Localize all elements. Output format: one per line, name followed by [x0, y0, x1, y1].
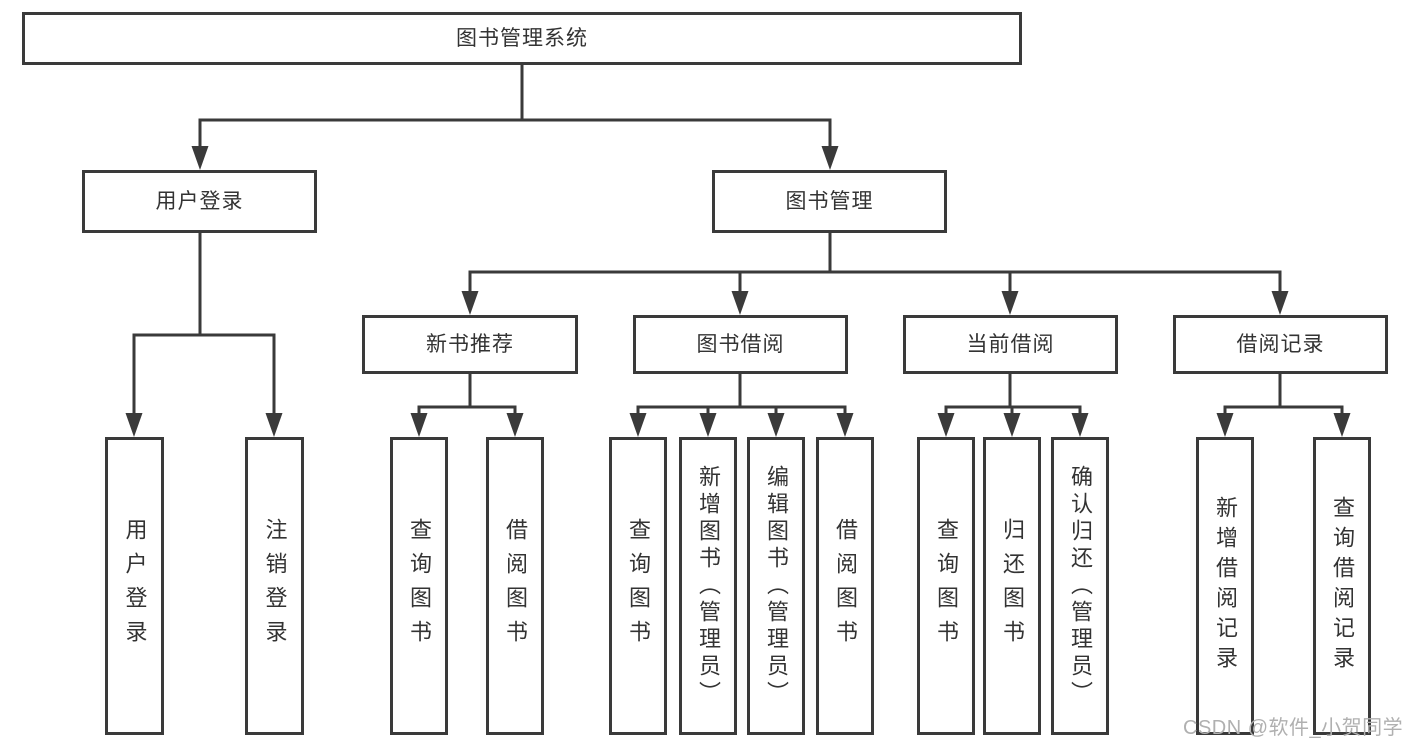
leaf-query-books-current: 查询图书 — [917, 437, 975, 735]
leaf-query-books-recommend: 查询图书 — [390, 437, 448, 735]
node-label: 查询图书 — [407, 518, 432, 654]
arrow-down-icon — [836, 413, 854, 437]
connector-new-book-recommend-children — [410, 373, 524, 437]
arrow-down-icon — [699, 413, 717, 437]
node-label: 查询图书 — [934, 518, 959, 654]
arrow-down-icon — [1003, 413, 1021, 437]
csdn-watermark: CSDN @软件_小贺同学 — [1183, 717, 1404, 739]
arrow-down-icon — [265, 413, 283, 437]
arrow-down-icon — [937, 413, 955, 437]
leaf-query-borrow-record: 查询借阅记录 — [1313, 437, 1371, 735]
node-label: 图书管理系统 — [456, 26, 588, 50]
arrow-down-icon — [191, 146, 209, 170]
node-new-book-recommend: 新书推荐 — [362, 315, 578, 374]
leaf-logout: 注销登录 — [245, 437, 304, 735]
node-label: 新书推荐 — [426, 332, 514, 356]
arrow-down-icon — [1001, 291, 1019, 315]
connector-book-management-children — [461, 232, 1289, 315]
connector-borrowing-records-children — [1216, 373, 1351, 437]
arrow-down-icon — [1271, 291, 1289, 315]
node-label: 借阅图书 — [833, 518, 858, 654]
node-label: 借阅记录 — [1236, 332, 1325, 356]
leaf-borrow-books: 借阅图书 — [816, 437, 874, 735]
node-label: 新增图书（管理员） — [696, 464, 721, 708]
connector-user-login-children — [125, 232, 283, 437]
node-user-login: 用户登录 — [82, 170, 317, 233]
leaf-return-books: 归还图书 — [983, 437, 1041, 735]
node-book-borrowing: 图书借阅 — [633, 315, 848, 374]
arrow-down-icon — [767, 413, 785, 437]
connector-root-to-level1 — [191, 64, 839, 170]
leaf-add-book-admin: 新增图书（管理员） — [679, 437, 737, 735]
node-label: 用户登录 — [155, 189, 244, 213]
node-label: 注销登录 — [262, 518, 288, 654]
arrow-down-icon — [731, 291, 749, 315]
leaf-borrow-books-recommend: 借阅图书 — [486, 437, 544, 735]
node-label: 编辑图书（管理员） — [764, 464, 789, 708]
node-book-management: 图书管理 — [712, 170, 947, 233]
node-label: 确认归还（管理员） — [1068, 464, 1093, 708]
node-label: 查询图书 — [626, 518, 651, 654]
arrow-down-icon — [629, 413, 647, 437]
arrow-down-icon — [1071, 413, 1089, 437]
node-label: 图书借阅 — [696, 332, 785, 356]
node-label: 新增借阅记录 — [1213, 496, 1238, 676]
node-root-library-system: 图书管理系统 — [22, 12, 1022, 65]
arrow-down-icon — [125, 413, 143, 437]
node-label: 归还图书 — [1000, 518, 1025, 654]
leaf-confirm-return-admin: 确认归还（管理员） — [1051, 437, 1109, 735]
node-label: 借阅图书 — [503, 518, 528, 654]
arrow-down-icon — [1333, 413, 1351, 437]
arrow-down-icon — [1216, 413, 1234, 437]
leaf-query-books-borrowing: 查询图书 — [609, 437, 667, 735]
leaf-add-borrow-record: 新增借阅记录 — [1196, 437, 1254, 735]
arrow-down-icon — [461, 291, 479, 315]
node-label: 查询借阅记录 — [1330, 496, 1355, 676]
node-label: 当前借阅 — [966, 332, 1055, 356]
arrow-down-icon — [821, 146, 839, 170]
node-label: 图书管理 — [785, 189, 874, 213]
arrow-down-icon — [410, 413, 428, 437]
connector-current-borrowing-children — [937, 373, 1089, 437]
leaf-user-login: 用户登录 — [105, 437, 164, 735]
node-label: 用户登录 — [122, 518, 148, 654]
leaf-edit-book-admin: 编辑图书（管理员） — [747, 437, 805, 735]
node-current-borrowing: 当前借阅 — [903, 315, 1118, 374]
node-borrowing-records: 借阅记录 — [1173, 315, 1388, 374]
connector-book-borrowing-children — [629, 373, 854, 437]
arrow-down-icon — [506, 413, 524, 437]
